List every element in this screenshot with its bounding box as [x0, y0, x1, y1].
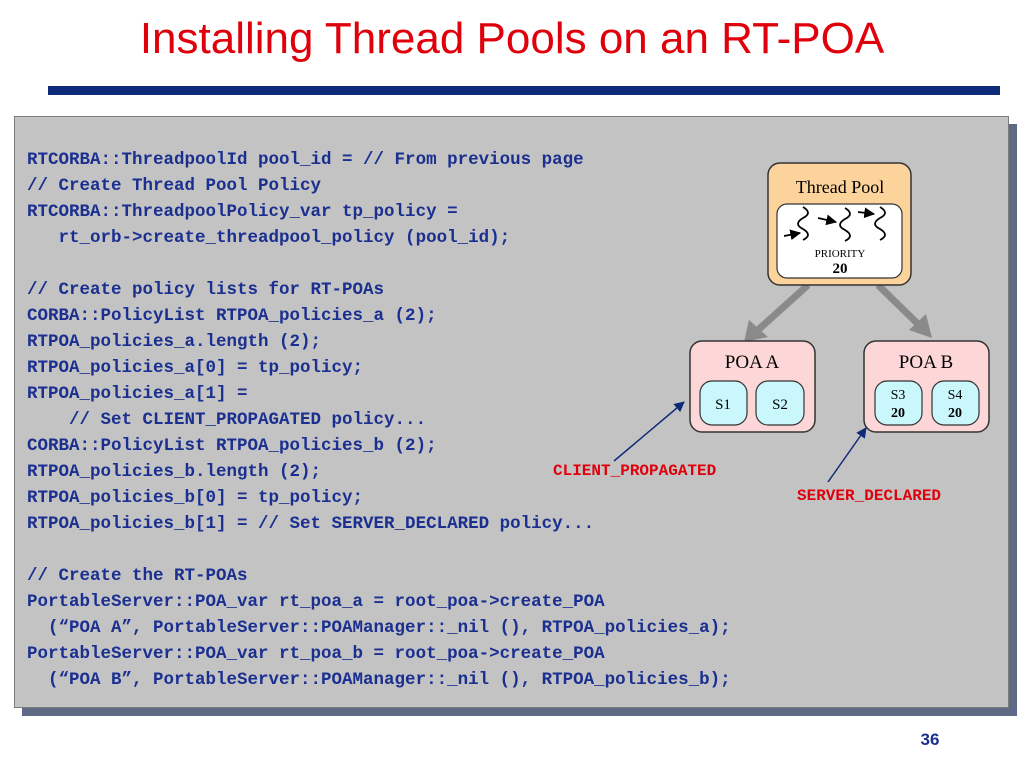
code-line: RTPOA_policies_a[0] = tp_policy;: [27, 358, 364, 378]
code-line: // Set CLIENT_PROPAGATED policy...: [27, 410, 427, 430]
poa-b-box: POA B S3 20 S4 20: [863, 340, 990, 433]
pool-to-poa-b-arrow: [875, 282, 932, 338]
thread-pool-label: Thread Pool: [796, 177, 884, 197]
code-line: // Create policy lists for RT-POAs: [27, 280, 385, 300]
code-line: PortableServer::POA_var rt_poa_a = root_…: [27, 592, 605, 612]
code-line: (“POA A”, PortableServer::POAManager::_n…: [27, 618, 731, 638]
servant-s2: [755, 380, 805, 426]
code-line: RTPOA_policies_b.length (2);: [27, 462, 322, 482]
thread-squiggle-icon: [783, 206, 886, 242]
servant-s4: [931, 380, 980, 426]
code-line: RTCORBA::ThreadpoolPolicy_var tp_policy …: [27, 202, 458, 222]
thread-pool-box: Thread Pool PRIORITY 20: [767, 162, 912, 286]
page-number: 36: [920, 730, 940, 749]
title-underline: [48, 86, 1000, 95]
code-line: CORBA::PolicyList RTPOA_policies_b (2);: [27, 436, 437, 456]
code-line: PortableServer::POA_var rt_poa_b = root_…: [27, 644, 605, 664]
client-propagated-annotation: CLIENT_PROPAGATED: [553, 462, 716, 480]
pool-to-poa-a-arrow: [744, 282, 811, 342]
code-line: // Create Thread Pool Policy: [27, 176, 322, 196]
server-declared-annotation: SERVER_DECLARED: [797, 487, 941, 505]
code-listing: RTCORBA::ThreadpoolId pool_id = // From …: [27, 147, 731, 693]
poa-a-label: POA A: [725, 352, 780, 373]
poa-a-box: POA A S1 S2: [689, 340, 816, 433]
thread-pool-lane: [776, 203, 903, 279]
code-line: // Create the RT-POAs: [27, 566, 248, 586]
code-line: rt_orb->create_threadpool_policy (pool_i…: [27, 228, 511, 248]
code-line: RTPOA_policies_a.length (2);: [27, 332, 322, 352]
priority-label: PRIORITY: [815, 248, 866, 260]
servant-s4-label: S4: [948, 388, 963, 403]
code-line: (“POA B”, PortableServer::POAManager::_n…: [27, 670, 731, 690]
code-line: RTPOA_policies_a[1] =: [27, 384, 248, 404]
servant-s1-label: S1: [715, 397, 731, 413]
servant-s2-label: S2: [772, 397, 788, 413]
client-propagated-arrow: [613, 401, 685, 462]
servant-s3: [874, 380, 923, 426]
code-line: RTPOA_policies_b[0] = tp_policy;: [27, 488, 364, 508]
servant-s3-label: S3: [891, 388, 906, 403]
servant-s3-priority: 20: [891, 406, 905, 421]
poa-b-label: POA B: [899, 352, 953, 373]
code-line: RTCORBA::ThreadpoolId pool_id = // From …: [27, 150, 584, 170]
servant-s1: [699, 380, 748, 426]
servant-s4-priority: 20: [948, 406, 962, 421]
slide-title: Installing Thread Pools on an RT-POA: [139, 14, 885, 63]
code-line: RTPOA_policies_b[1] = // Set SERVER_DECL…: [27, 514, 595, 534]
priority-value: 20: [833, 261, 848, 277]
server-declared-arrow: [827, 427, 867, 483]
code-line: CORBA::PolicyList RTPOA_policies_a (2);: [27, 306, 437, 326]
